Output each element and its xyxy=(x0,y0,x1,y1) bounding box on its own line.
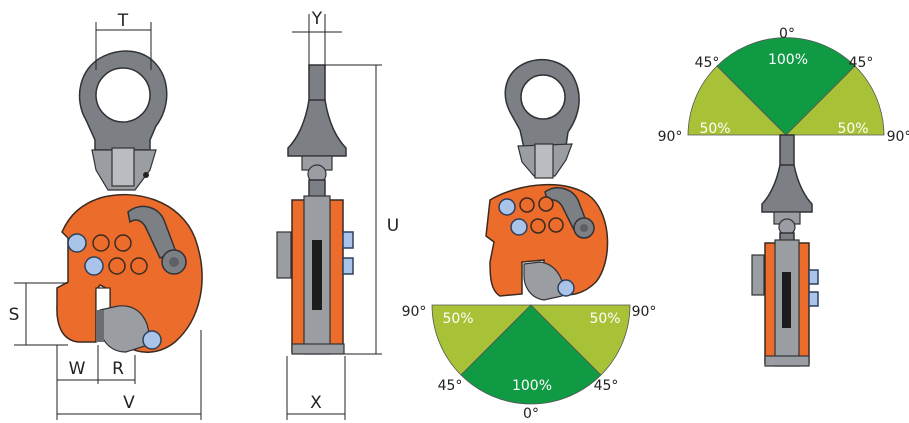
front-blue-button-2 xyxy=(84,256,104,276)
upper-gauge-right-angle: 90° xyxy=(887,129,909,145)
front-blue-button-1 xyxy=(67,233,87,253)
dimension-U-label: U xyxy=(387,216,399,236)
lower-gauge-left-segment xyxy=(431,304,532,376)
lower-gauge-right-pct: 50% xyxy=(589,311,620,327)
tilted-blue-button-3 xyxy=(557,279,575,297)
side-bottom-plate xyxy=(291,343,345,355)
upper-gauge-left-segment xyxy=(687,65,787,136)
lower-gauge-center-segment xyxy=(460,304,602,405)
upper-gauge-right-pct: 50% xyxy=(837,121,868,137)
dimension-T-label: T xyxy=(117,11,129,31)
tilted-shackle-eye xyxy=(520,74,566,120)
tilted-hole-4 xyxy=(548,217,564,233)
dimension-Y-label: Y xyxy=(311,9,323,29)
tilted-hole-2 xyxy=(538,196,554,212)
dimension-V-label: V xyxy=(123,393,135,413)
hanging-bottom-plate xyxy=(764,355,810,367)
hanging-lever xyxy=(751,254,765,296)
dimension-R-label: R xyxy=(112,359,124,379)
tilted-cam-pivot-center xyxy=(580,224,588,232)
lower-gauge-right-angle: 90° xyxy=(632,304,657,320)
side-blue-button-2 xyxy=(342,257,354,275)
front-view-clamp: T S W R V xyxy=(9,11,203,420)
front-swivel-block xyxy=(111,147,135,187)
side-shackle-flare xyxy=(287,99,347,157)
hanging-shackle-flare xyxy=(761,164,813,213)
lower-gauge-bottom-angle: 0° xyxy=(523,406,539,422)
side-lever xyxy=(276,231,292,279)
upper-gauge-left-mid-angle: 45° xyxy=(695,55,720,71)
tilted-hole-1 xyxy=(519,197,535,213)
front-shackle-eye xyxy=(95,67,151,123)
front-blue-button-3 xyxy=(142,330,162,350)
front-swivel-pin xyxy=(143,172,149,178)
side-view-clamp: Y U X xyxy=(276,9,399,420)
upper-gauge-center-segment xyxy=(716,37,856,136)
lower-gauge-center-pct: 100% xyxy=(512,378,552,394)
front-hole-4 xyxy=(130,257,148,275)
front-hole-3 xyxy=(108,257,126,275)
upper-gauge-right-segment xyxy=(785,65,885,136)
lower-angle-gauge: 50% 50% 100% 90° 90° 45° 45° 0° xyxy=(402,304,657,422)
tilted-swivel-block xyxy=(534,143,554,179)
tilted-hole-3 xyxy=(530,218,546,234)
tilted-clamp xyxy=(485,58,609,301)
hanging-blue-button-2 xyxy=(808,291,819,307)
dimension-X-label: X xyxy=(310,393,322,413)
hanging-jaw-inner xyxy=(782,272,791,328)
lower-gauge-left-angle: 90° xyxy=(402,304,427,320)
front-jaw-rim xyxy=(96,310,104,342)
lower-gauge-right-mid-angle: 45° xyxy=(594,378,619,394)
upper-gauge-top-angle: 0° xyxy=(779,26,795,42)
side-jaw-inner xyxy=(312,240,322,310)
side-plate-right xyxy=(328,199,344,353)
upper-gauge-left-angle: 90° xyxy=(658,129,683,145)
lower-gauge-right-segment xyxy=(530,304,631,376)
dimension-W-label: W xyxy=(69,359,86,379)
front-hole-1 xyxy=(92,234,110,252)
lower-gauge-left-mid-angle: 45° xyxy=(438,378,463,394)
front-hole-2 xyxy=(114,234,132,252)
lower-gauge-left-pct: 50% xyxy=(442,311,473,327)
tilted-blue-button-1 xyxy=(498,198,516,216)
upper-gauge-right-mid-angle: 45° xyxy=(849,55,874,71)
side-blue-button-1 xyxy=(342,231,354,249)
dimension-S-label: S xyxy=(9,305,20,325)
front-cam-lever xyxy=(127,205,177,259)
tilted-jaw-pad xyxy=(523,261,564,301)
tilted-blue-button-2 xyxy=(510,218,528,236)
upper-angle-gauge: 50% 50% 100% 0° 45° 45° 90° 90° xyxy=(658,26,909,145)
upper-gauge-center-pct: 100% xyxy=(768,52,808,68)
upper-gauge-left-pct: 50% xyxy=(699,121,730,137)
hanging-blue-button-1 xyxy=(808,269,819,285)
hanging-side-clamp xyxy=(751,134,819,367)
front-cam-pivot-center xyxy=(169,257,179,267)
